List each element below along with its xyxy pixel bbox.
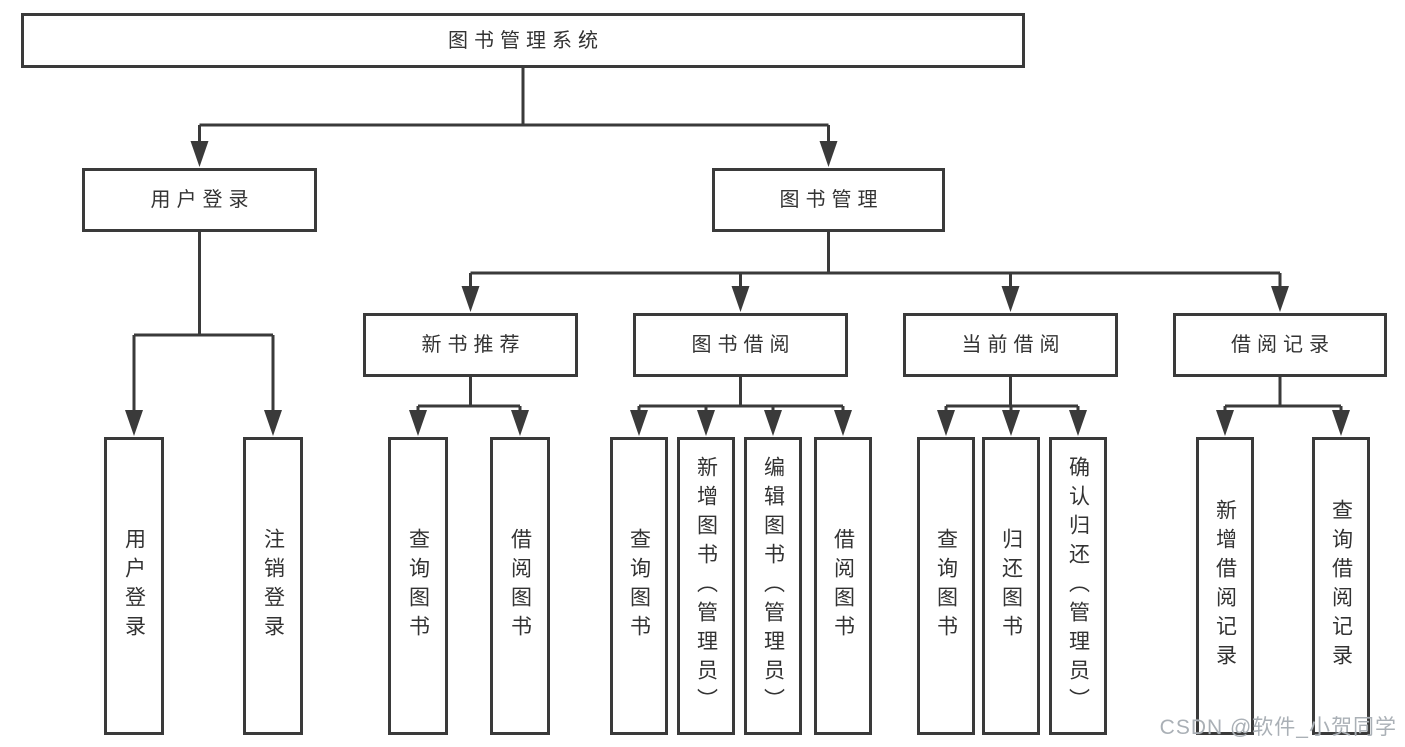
node-v-query-borrow-record: 查询借阅记录 <box>1312 437 1370 735</box>
node-label: 用户登录 <box>122 528 146 644</box>
node-borrow-records: 借阅记录 <box>1173 313 1387 377</box>
node-label: 查询图书 <box>406 528 430 644</box>
node-label: 当前借阅 <box>961 334 1066 356</box>
node-v-query-book-3: 查询图书 <box>917 437 975 735</box>
node-label: 查询借阅记录 <box>1329 499 1353 673</box>
node-label: 查询图书 <box>934 528 958 644</box>
node-label: 借阅图书 <box>831 528 855 644</box>
node-book-borrow: 图书借阅 <box>633 313 848 377</box>
node-v-user-login: 用户登录 <box>104 437 164 735</box>
node-label: 编辑图书（管理员） <box>761 455 785 717</box>
node-v-add-book: 新增图书（管理员） <box>677 437 735 735</box>
node-v-query-book-2: 查询图书 <box>610 437 668 735</box>
node-book-mgmt: 图书管理 <box>712 168 945 232</box>
node-label: 图书管理 <box>779 189 884 211</box>
node-current-borrow: 当前借阅 <box>903 313 1118 377</box>
node-v-edit-book: 编辑图书（管理员） <box>744 437 802 735</box>
node-label: 图书借阅 <box>691 334 796 356</box>
node-v-logout: 注销登录 <box>243 437 303 735</box>
watermark: CSDN @软件_小贺同学 <box>1159 716 1397 739</box>
node-label: 归还图书 <box>999 528 1023 644</box>
node-label: 确认归还（管理员） <box>1066 455 1090 717</box>
node-label: 新增图书（管理员） <box>694 455 718 717</box>
node-label: 借阅图书 <box>508 528 532 644</box>
node-user-login: 用户登录 <box>82 168 317 232</box>
node-label: 新增借阅记录 <box>1213 499 1237 673</box>
node-label: 查询图书 <box>627 528 651 644</box>
node-v-add-borrow-record: 新增借阅记录 <box>1196 437 1254 735</box>
node-label: 图书管理系统 <box>448 29 604 52</box>
node-label: 用户登录 <box>150 189 255 211</box>
node-v-query-book-1: 查询图书 <box>388 437 448 735</box>
node-label: 注销登录 <box>261 528 285 644</box>
node-root: 图书管理系统 <box>21 13 1025 68</box>
node-new-book-rec: 新书推荐 <box>363 313 578 377</box>
node-v-borrow-book-1: 借阅图书 <box>490 437 550 735</box>
node-label: 借阅记录 <box>1231 334 1335 356</box>
node-v-return-book: 归还图书 <box>982 437 1040 735</box>
node-label: 新书推荐 <box>421 334 526 356</box>
node-v-borrow-book-2: 借阅图书 <box>814 437 872 735</box>
node-v-confirm-return: 确认归还（管理员） <box>1049 437 1107 735</box>
